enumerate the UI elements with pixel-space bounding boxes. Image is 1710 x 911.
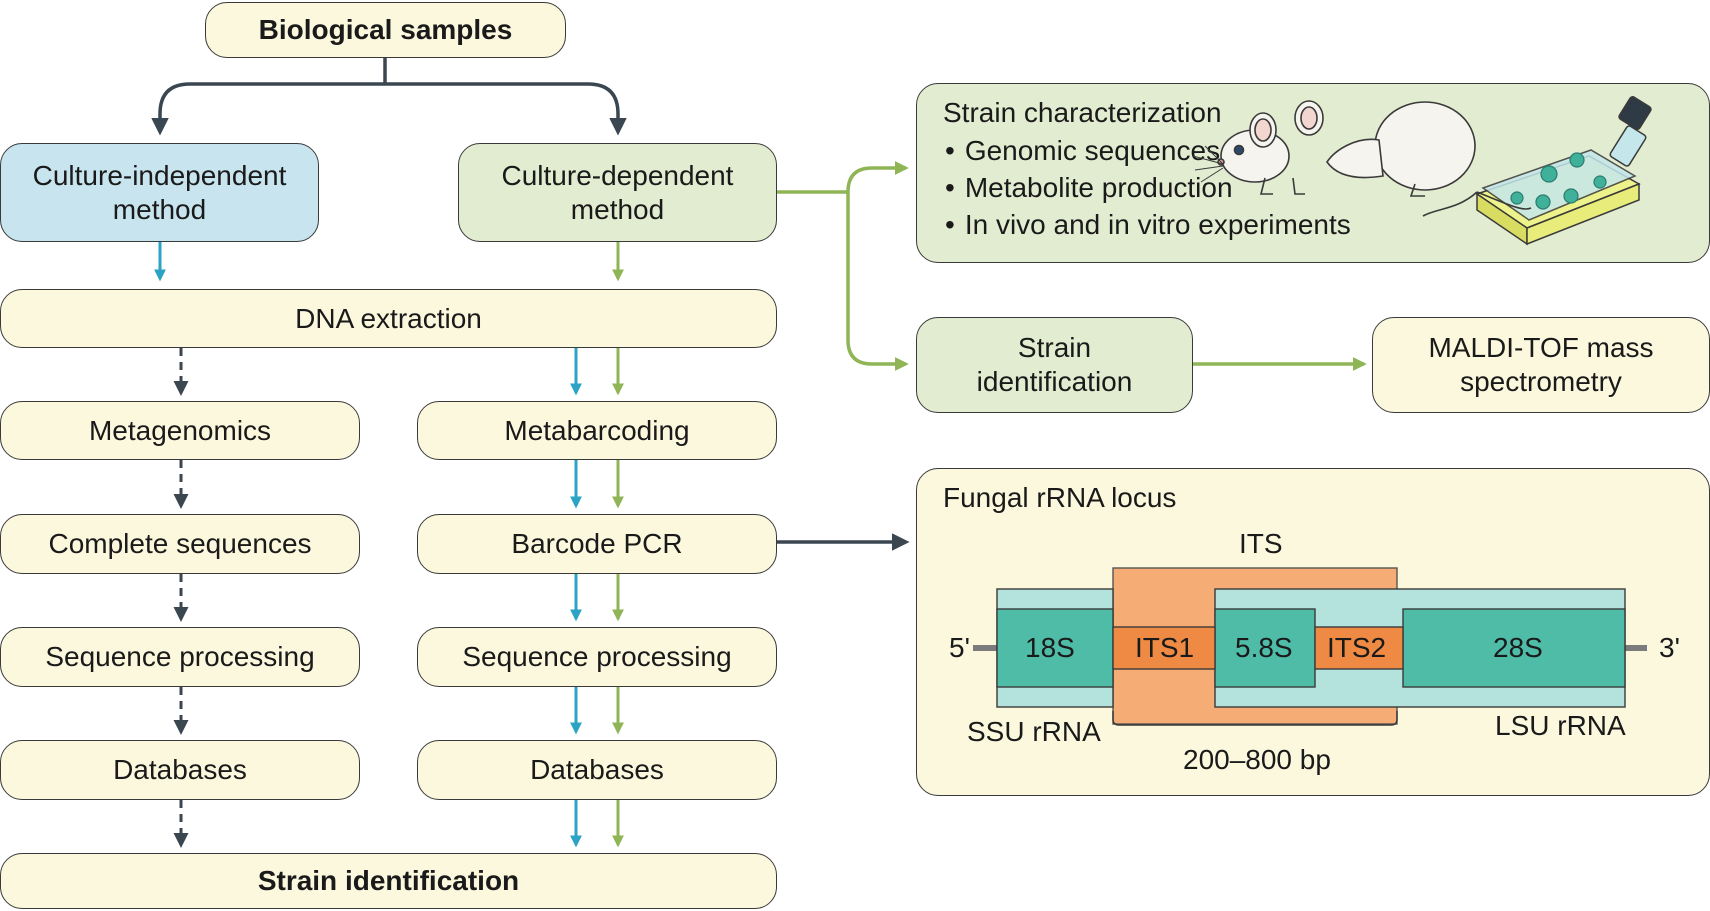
fungal-rrna-locus-panel: Fungal rRNA locus ITS 5' 3' 18S ITS1: [916, 468, 1710, 796]
strain-identification-box: Strain identification: [916, 317, 1193, 413]
ssu-rrna-block: [996, 588, 1114, 708]
strain-identification-label: Strain identification: [976, 332, 1133, 397]
metagenomics-label: Metagenomics: [88, 414, 272, 446]
complete-sequences-box: Complete sequences: [0, 514, 360, 574]
right-databases-box: Databases: [417, 740, 777, 800]
left-sequence-processing-label: Sequence processing: [45, 641, 315, 672]
left-sequence-processing-box: Sequence processing: [0, 627, 360, 687]
length-label: 200–800 bp: [1183, 744, 1331, 775]
seg-28s-label: 28S: [1493, 632, 1543, 663]
right-sequence-processing-box: Sequence processing: [417, 627, 777, 687]
three-prime-label: 3': [1659, 632, 1680, 663]
dna-extraction-label: DNA extraction: [295, 302, 482, 334]
seg-18s-label: 18S: [1025, 632, 1075, 663]
strain-characterization-panel: Strain characterization Genomic sequence…: [916, 83, 1710, 263]
locus-title: Fungal rRNA locus: [943, 482, 1177, 513]
seg-its2-label: ITS2: [1327, 632, 1387, 663]
strain-identification-final-box: Strain identification: [0, 853, 777, 909]
barcode-pcr-box: Barcode PCR: [417, 514, 777, 574]
its-label: ITS: [1239, 528, 1283, 559]
its-spacers: [1112, 626, 1404, 670]
top-split-arrows: [151, 58, 627, 136]
culture-dependent-branch-arrows: [777, 161, 1367, 371]
right-databases-label: Databases: [530, 754, 664, 785]
ssu-rrna-label: SSU rRNA: [967, 716, 1101, 747]
left-databases-label: Databases: [113, 754, 247, 785]
left-databases-box: Databases: [0, 740, 360, 800]
mouse-icon: [1192, 100, 1532, 217]
rrna-locus-diagram: [973, 567, 1647, 726]
seg-its1-label: ITS1: [1135, 632, 1195, 663]
bullet-in-vivo-in-vitro: In vivo and in vitro experiments: [945, 206, 1351, 244]
right-sequence-processing-label: Sequence processing: [462, 641, 732, 672]
strain-identification-final-label: Strain identification: [257, 865, 520, 896]
maldi-tof-label: MALDI-TOF mass spectrometry: [1428, 332, 1654, 397]
metabarcoding-label: Metabarcoding: [504, 414, 690, 446]
lsu-rrna-block: [1214, 588, 1626, 708]
biological-samples-box: Biological samples: [205, 2, 566, 58]
culture-flask-icon: [1475, 96, 1652, 246]
barcode-pcr-label: Barcode PCR: [511, 528, 683, 559]
length-bracket: [1112, 711, 1398, 726]
colony-icons: [1510, 152, 1607, 210]
mouse-and-flask-illustration: [1192, 96, 1652, 246]
bullet-metabolite-production: Metabolite production: [945, 169, 1233, 207]
biological-samples-label: Biological samples: [258, 14, 513, 45]
five-prime-label: 5': [949, 632, 970, 663]
culture-independent-label: Culture-independent method: [32, 159, 287, 225]
complete-sequences-label: Complete sequences: [48, 528, 312, 559]
seg-58s-label: 5.8S: [1235, 632, 1293, 663]
branch-to-dna-arrows: [154, 242, 624, 282]
maldi-tof-box: MALDI-TOF mass spectrometry: [1372, 317, 1710, 413]
culture-dependent-box: Culture-dependent method: [458, 143, 777, 242]
culture-dependent-label: Culture-dependent method: [501, 159, 734, 225]
culture-independent-box: Culture-independent method: [0, 143, 319, 242]
metabarcoding-box: Metabarcoding: [417, 401, 777, 460]
metagenomics-box: Metagenomics: [0, 401, 360, 460]
bullet-genomic-sequences: Genomic sequences: [945, 132, 1220, 170]
lsu-rrna-label: LSU rRNA: [1495, 710, 1626, 741]
characterization-title: Strain characterization: [943, 97, 1222, 128]
dna-extraction-box: DNA extraction: [0, 289, 777, 348]
